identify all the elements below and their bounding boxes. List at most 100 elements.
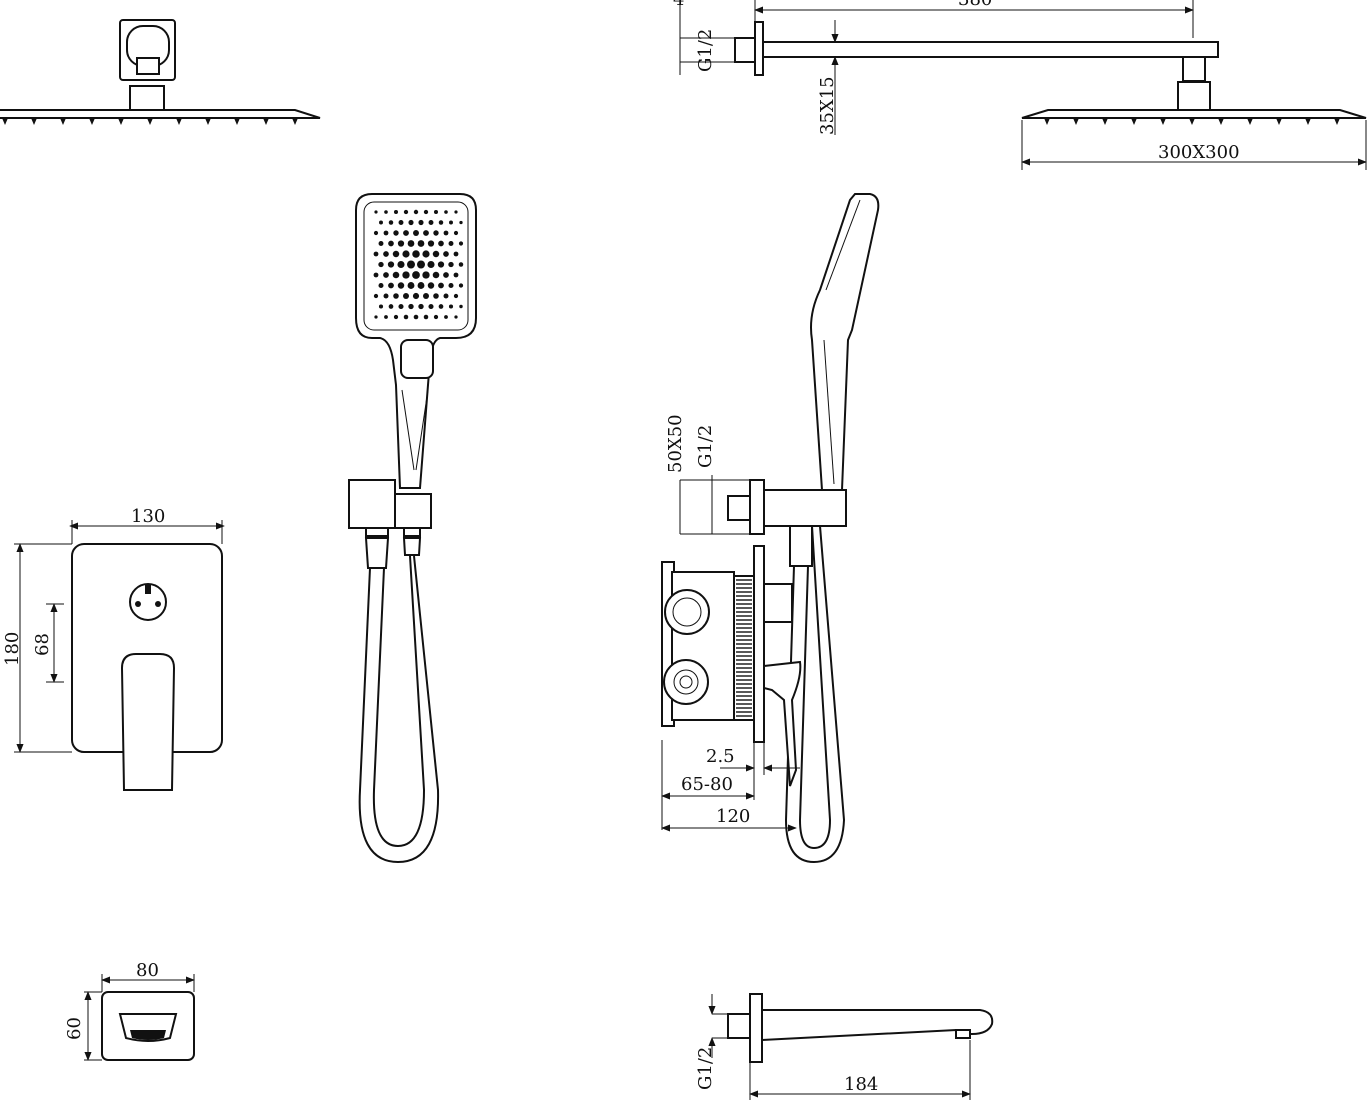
diverter-valve-section: 2.5 65-80 120 — [661, 545, 802, 832]
spray-hole — [459, 220, 463, 225]
rain-head-front-view — [0, 19, 321, 125]
spray-hole — [403, 209, 409, 215]
spout-flange — [749, 993, 763, 1063]
nozzle — [1334, 118, 1340, 125]
mixer-lever — [120, 653, 176, 791]
trim-gap-label: 2.5 — [706, 746, 735, 767]
nozzle — [292, 118, 298, 125]
spray-hole — [438, 304, 444, 309]
spray-hole — [378, 304, 384, 309]
arm-thread-stub — [734, 37, 756, 63]
head-nozzles — [2, 118, 298, 125]
spray-hole — [438, 282, 444, 289]
arm-height-cut-label: 4 — [673, 0, 684, 10]
head-size-label: 300X300 — [1158, 142, 1240, 163]
shower-arm-side-view: 380 4 G1/2 35X15 300X300 — [673, 0, 1367, 170]
spray-hole — [453, 251, 459, 257]
spray-hole — [413, 230, 419, 236]
side-head-plate — [1021, 109, 1367, 119]
side-bracket-thread — [727, 495, 751, 521]
spray-hole — [412, 292, 420, 300]
nozzle — [1305, 118, 1311, 125]
tub-spout-front-view: 80 60 — [64, 960, 195, 1061]
spray-hole — [458, 283, 464, 288]
spray-hole — [427, 260, 435, 269]
nozzle — [89, 118, 95, 125]
trim-plate-side — [753, 545, 765, 743]
arm-wall-flange — [754, 21, 764, 76]
spray-hole — [448, 282, 454, 289]
hose-ferrule-left — [364, 537, 390, 569]
handheld-spray-holes — [373, 209, 464, 320]
spray-hole — [398, 303, 404, 310]
head-connector-nut — [136, 57, 160, 75]
spray-hole — [413, 209, 419, 215]
spout-height-label: 60 — [64, 1017, 85, 1040]
spray-hole — [418, 303, 424, 310]
spray-hole — [398, 220, 404, 225]
spray-hole — [402, 250, 410, 258]
spray-hole — [448, 304, 454, 309]
valve-depth-label: 120 — [716, 806, 750, 827]
spout-body-side — [761, 1009, 994, 1042]
handheld-bracket-body — [348, 479, 396, 529]
spray-hole — [373, 230, 379, 236]
spray-hole — [379, 220, 383, 225]
spray-hole — [393, 209, 399, 215]
nozzle — [234, 118, 240, 125]
spray-hole — [438, 220, 444, 225]
hose-wall-connector — [365, 527, 389, 537]
hose-outer — [358, 555, 440, 864]
side-head-nozzles — [1044, 118, 1340, 125]
spray-hole — [397, 260, 405, 269]
spray-hole — [423, 314, 429, 320]
spray-hole — [443, 272, 449, 278]
arm-section-label: 35X15 — [817, 76, 838, 135]
nozzle — [1160, 118, 1166, 125]
spray-hole — [417, 240, 425, 247]
nozzle — [1131, 118, 1137, 125]
hose-bracket-connector — [403, 527, 421, 537]
nozzle — [1247, 118, 1253, 125]
spray-hole — [397, 240, 405, 247]
spray-hole — [428, 220, 434, 225]
spray-hole — [443, 293, 449, 299]
handheld-mode-button — [400, 339, 434, 379]
spray-hole — [387, 261, 395, 268]
spray-hole — [407, 260, 415, 269]
spray-hole — [454, 210, 458, 214]
spray-hole — [432, 250, 440, 258]
lever-offset-label: 68 — [32, 633, 53, 656]
spray-hole — [443, 251, 449, 257]
spray-hole — [428, 303, 434, 310]
spray-hole — [384, 210, 388, 214]
nozzle — [60, 118, 66, 125]
spray-hole — [427, 240, 435, 247]
nozzle — [118, 118, 124, 125]
spout-width-label: 80 — [136, 960, 159, 981]
handheld-side-view: 50X50 G1/2 — [665, 193, 880, 864]
spray-hole — [413, 314, 419, 320]
spray-hole — [374, 210, 378, 214]
spray-hole — [384, 315, 388, 319]
spray-hole — [402, 271, 410, 279]
handheld-bracket-outlet — [394, 493, 432, 529]
nozzle — [147, 118, 153, 125]
spray-hole — [408, 219, 414, 226]
spray-hole — [373, 251, 379, 257]
hose-ferrule-right — [402, 537, 422, 556]
plate-width-label: 130 — [131, 506, 165, 527]
arm-length-label: 380 — [958, 0, 992, 10]
spray-hole — [453, 272, 459, 278]
spray-hole — [449, 220, 453, 225]
spray-hole — [374, 315, 378, 319]
valve-upper-port — [664, 589, 710, 635]
spray-hole — [417, 282, 425, 289]
spray-hole — [378, 241, 384, 246]
arm-thread-label: G1/2 — [695, 29, 716, 72]
spout-length-label: 184 — [844, 1074, 878, 1095]
spray-hole — [453, 293, 459, 299]
spray-hole — [438, 240, 444, 247]
arm-head-connector — [1182, 56, 1206, 82]
